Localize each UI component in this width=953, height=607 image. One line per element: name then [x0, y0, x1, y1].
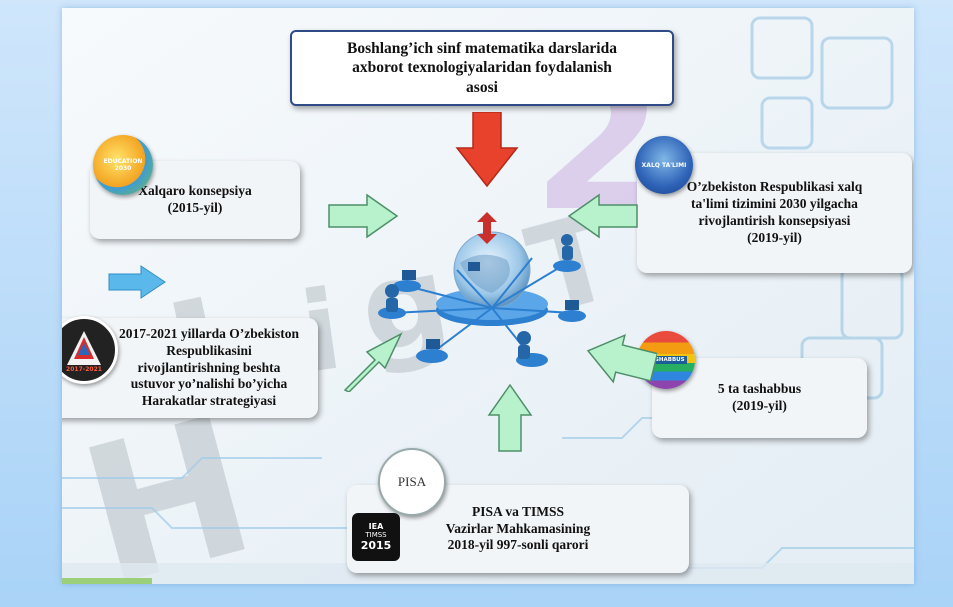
timss-logo-top: IEA — [368, 522, 384, 531]
timss-logo-year: 2015 — [360, 539, 392, 552]
network-graphic — [378, 231, 586, 367]
international-concept-text: Xalqaro konsepsiya (2015-yil) — [138, 183, 252, 215]
five-initiatives-text: 5 ta tashabbus (2019-yil) — [717, 381, 802, 413]
green-arrow-from-initiatives — [586, 333, 657, 384]
five-initiatives-box: 5 ta tashabbus (2019-yil) — [652, 358, 867, 438]
international-concept-box: Xalqaro konsepsiya (2015-yil) — [90, 161, 300, 239]
initiatives-logo-text: TASHABBUS — [645, 356, 687, 364]
national-concept-box: O’zbekiston Respublikasi xalq ta'limi ti… — [637, 153, 912, 273]
pisa-logo-text: PISA — [397, 474, 427, 489]
education-2030-logo-text: EDUCATION 2030 — [103, 158, 143, 172]
timss-logo-mid: TIMSS — [365, 531, 387, 539]
action-strategy-text: 2017-2021 yillarda O’zbekiston Respublik… — [118, 325, 299, 409]
slide: 2 L i g H T — [62, 8, 914, 584]
national-concept-text: O’zbekiston Respublikasi xalq ta'limi ti… — [686, 179, 863, 245]
blue-arrow-left — [108, 265, 166, 299]
pisa-logo: PISA — [378, 448, 446, 516]
main-topic-text: Boshlang’ich sinf matematika darslarida … — [347, 39, 617, 96]
green-arrow-from-pisa — [487, 383, 533, 452]
strategy-2017-2021-logo: 2017-2021 — [62, 316, 118, 384]
main-topic-box: Boshlang’ich sinf matematika darslarida … — [290, 30, 674, 106]
national-education-logo: XALQ TA'LIMI — [635, 136, 693, 194]
green-arrow-from-strategy — [343, 332, 403, 392]
strategy-logo-icon — [67, 331, 101, 365]
strategy-logo-text: 2017-2021 — [66, 366, 102, 373]
timss-logo: IEA TIMSS 2015 — [352, 513, 400, 561]
pisa-timss-text: PISA va TIMSS Vazirlar Mahkamasining 201… — [445, 503, 591, 553]
green-arrow-from-international — [328, 193, 399, 239]
national-education-logo-text: XALQ TA'LIMI — [641, 161, 687, 169]
green-arrow-from-national — [567, 193, 638, 239]
education-2030-logo: EDUCATION 2030 — [93, 135, 153, 195]
red-down-arrow — [455, 112, 519, 188]
double-arrow-icon — [477, 212, 497, 244]
